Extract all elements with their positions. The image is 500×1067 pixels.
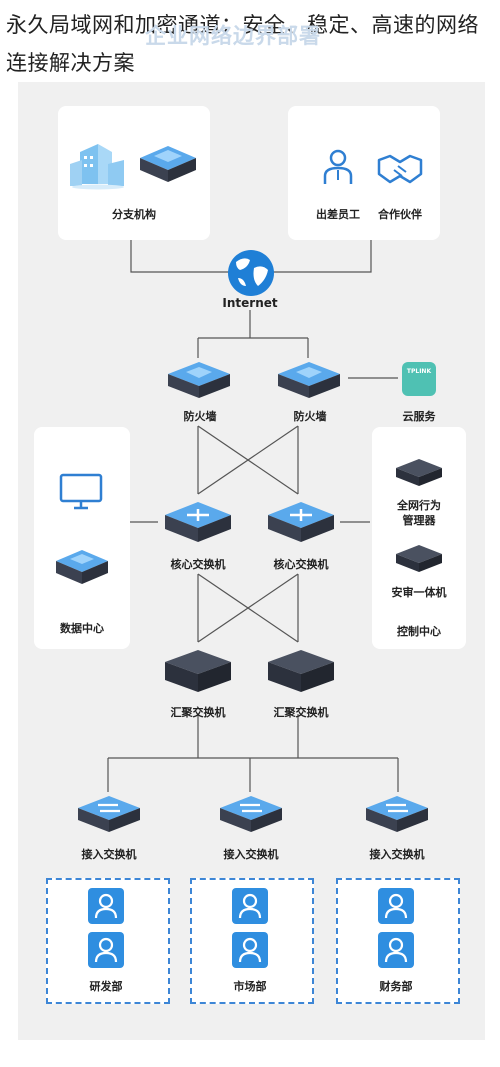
access-1-label: 接入交换机 <box>81 848 137 861</box>
cloud-label: 云服务 <box>402 410 436 423</box>
cloud-icon <box>402 362 436 396</box>
connection-lines <box>107 240 399 792</box>
access-switch-icon <box>78 796 140 832</box>
user-icon <box>232 932 268 968</box>
dept-finance-label: 财务部 <box>379 980 413 993</box>
internet-label: Internet <box>222 296 278 310</box>
staff-label: 出差员工 <box>316 208 360 221</box>
remote-users-card <box>288 106 440 240</box>
user-icon <box>378 932 414 968</box>
audit-label: 安审一体机 <box>391 586 447 599</box>
cloud-logo: TPLINK <box>406 368 432 375</box>
datacenter-label: 数据中心 <box>60 622 104 635</box>
page-title: 永久局域网和加密通道：安全、稳定、高速的网络连接解决方案 <box>6 13 479 75</box>
user-icon <box>232 888 268 924</box>
aggregation-switch-icon <box>268 650 334 692</box>
user-icon <box>88 888 124 924</box>
handshake-icon <box>377 154 423 184</box>
buildings-icon <box>70 144 124 190</box>
appliance-icon <box>396 459 442 486</box>
globe-icon <box>228 250 274 296</box>
core-left-label: 核心交换机 <box>170 558 226 571</box>
monitor-icon <box>59 473 103 510</box>
user-icon <box>323 149 353 184</box>
server-icon <box>56 550 108 584</box>
access-switch-icon <box>220 796 282 832</box>
watermark-text: 企业网络边界部署 <box>145 24 321 48</box>
datacenter-card <box>34 427 130 649</box>
router-icon <box>140 146 196 182</box>
dept-rd-label: 研发部 <box>89 980 123 993</box>
agg-right-label: 汇聚交换机 <box>273 706 329 719</box>
firewall-icon <box>168 362 230 398</box>
dept-market-label: 市场部 <box>233 980 267 993</box>
firewall-icon <box>278 362 340 398</box>
branch-label: 分支机构 <box>112 208 156 221</box>
core-right-label: 核心交换机 <box>273 558 329 571</box>
control-center-label: 控制中心 <box>397 625 441 638</box>
access-2-label: 接入交换机 <box>223 848 279 861</box>
appliance-icon <box>396 545 442 572</box>
core-switch-icon <box>165 502 231 542</box>
partner-label: 合作伙伴 <box>378 208 422 221</box>
network-diagram: 分支机构 出差员工 合作伙伴 Internet 防火墙 防火墙 TPLINK 云… <box>18 82 485 1040</box>
access-switch-icon <box>366 796 428 832</box>
user-icon <box>88 932 124 968</box>
user-icon <box>378 888 414 924</box>
behavior-mgmt-label: 全网行为 管理器 <box>397 499 441 527</box>
agg-left-label: 汇聚交换机 <box>170 706 226 719</box>
firewall-left-label: 防火墙 <box>183 410 217 423</box>
access-3-label: 接入交换机 <box>369 848 425 861</box>
firewall-right-label: 防火墙 <box>293 410 327 423</box>
core-switch-icon <box>268 502 334 542</box>
aggregation-switch-icon <box>165 650 231 692</box>
